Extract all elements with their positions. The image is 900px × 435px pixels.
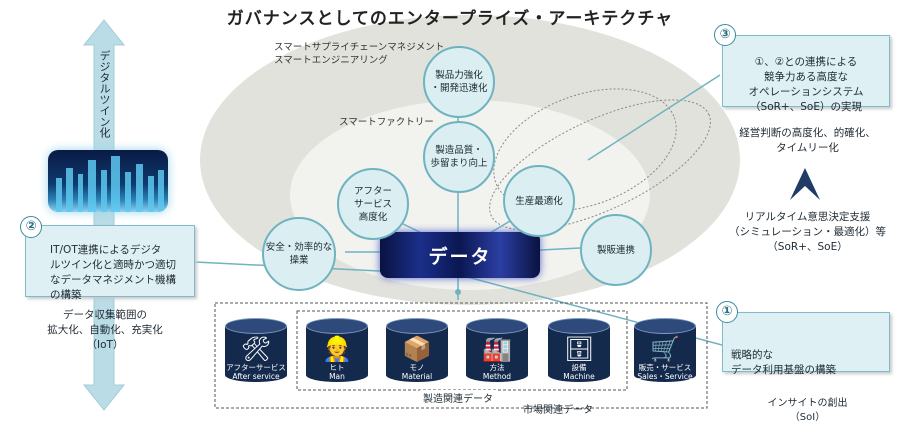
callout-1-number: ① bbox=[716, 301, 738, 323]
right-bottom-text: インサイトの創出 （SoI） bbox=[767, 398, 848, 423]
db-material: 📦 モノ Material bbox=[386, 318, 448, 388]
dotted-ring-a bbox=[493, 88, 677, 212]
manufacturing-data-label: 製造関連データ bbox=[420, 390, 496, 405]
node-product-strength: 製品力強化 ・開発迅速化 bbox=[423, 46, 495, 118]
inner-zone-label: スマートファクトリー bbox=[339, 117, 434, 128]
material-icon: 📦 bbox=[402, 335, 432, 363]
vertical-arrow bbox=[82, 19, 126, 411]
tools-icon: 🛠 bbox=[240, 335, 272, 363]
data-area-manufacturing bbox=[296, 310, 628, 391]
left-bottom-text: データ収集範囲の 拡大化、自動化、充実化 （IoT） bbox=[47, 309, 163, 351]
data-area-outer bbox=[214, 302, 708, 409]
db-label: モノ Material bbox=[401, 363, 433, 381]
db-label: 販売・サービス Sales・Service bbox=[637, 363, 693, 381]
db-label: アフターサービス After service bbox=[226, 363, 286, 381]
callout-1: 戦略的な データ利用基盤の構築 bbox=[722, 312, 890, 376]
chevron-up-icon bbox=[790, 168, 820, 200]
node-production: 生産最適化 bbox=[503, 165, 575, 237]
cart-icon: 🛒 bbox=[650, 335, 680, 363]
db-sales-service: 🛒 販売・サービス Sales・Service bbox=[634, 318, 696, 388]
right-mid-text: リアルタイム意思決定支援 （シミュレーション・最適化）等 （SoR+、SoE） bbox=[728, 211, 887, 253]
db-after-service: 🛠 アフターサービス After service bbox=[225, 318, 287, 388]
dotted-ring-b bbox=[489, 99, 711, 231]
machine-icon: 🗄 bbox=[563, 335, 595, 363]
vertical-arrow-label: デジタルツイン化 bbox=[98, 50, 111, 138]
outer-zone-label: スマートサプライチェーンマネジメント スマートエンジニアリング bbox=[274, 42, 445, 66]
node-quality: 製造品質・ 歩留まり向上 bbox=[423, 121, 495, 193]
db-man: 👷 ヒト Man bbox=[306, 318, 368, 388]
right-top-text: 経営判断の高度化、的確化、 タイムリー化 bbox=[739, 127, 876, 154]
callout-2: IT/OT連携によるデジタ ルツイン化と適時かつ適切 なデータマネジメント機構 … bbox=[25, 225, 195, 301]
callout-3-text: ①、②との連携による 競争力ある高度な オペレーションシステム （SoR+、So… bbox=[748, 56, 864, 113]
callout-3: ①、②との連携による 競争力ある高度な オペレーションシステム （SoR+、So… bbox=[722, 35, 890, 113]
db-label: 方法 Method bbox=[482, 363, 512, 381]
node-after-service: アフター サービス 高度化 bbox=[337, 168, 409, 240]
market-data-label: 市場関連データ bbox=[523, 405, 593, 416]
db-method: 🏭 方法 Method bbox=[466, 318, 528, 388]
callout-1-text: 戦略的な データ利用基盤の構築 bbox=[731, 349, 836, 376]
digital-city-image bbox=[48, 150, 168, 212]
node-sales: 製販連携 bbox=[580, 214, 652, 286]
connector-3 bbox=[587, 74, 721, 161]
callout-2-number: ② bbox=[20, 216, 42, 238]
factory-icon: 🏭 bbox=[482, 335, 512, 363]
data-hub: データ bbox=[380, 232, 540, 278]
node-safety: 安全・効率的な 操業 bbox=[262, 217, 336, 291]
data-hub-label: データ bbox=[428, 246, 492, 268]
db-label: 設備 Machine bbox=[563, 363, 595, 381]
callout-3-number: ③ bbox=[714, 24, 736, 46]
callout-2-text: IT/OT連携によるデジタ ルツイン化と適時かつ適切 なデータマネジメント機構 … bbox=[50, 244, 176, 301]
person-icon: 👷 bbox=[322, 335, 352, 363]
page-title: ガバナンスとしてのエンタープライズ・アーキテクチャ bbox=[226, 9, 674, 29]
db-label: ヒト Man bbox=[329, 363, 345, 381]
db-machine: 🗄 設備 Machine bbox=[548, 318, 610, 388]
skyline-graphic bbox=[56, 156, 164, 212]
